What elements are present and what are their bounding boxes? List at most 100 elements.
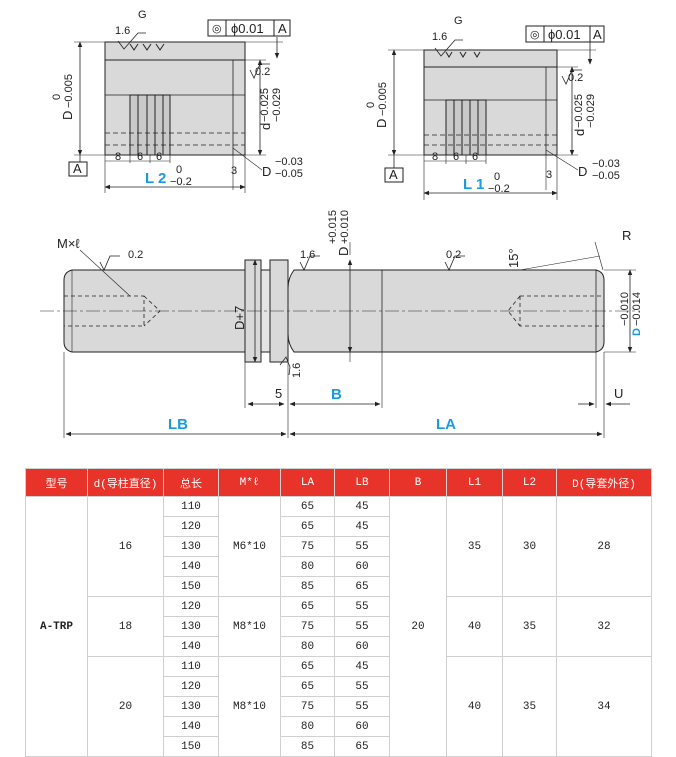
bushing-outer-dia-cell: 34 [556, 656, 652, 757]
inner-tol-up: −0.025 [259, 88, 271, 122]
header-total: 总长 [163, 468, 219, 497]
total-length-cell: 120 [163, 676, 219, 697]
spec-table: 型号 d(导柱直径) 总长 M*ℓ LA LB B L1 L2 D(导套外径) … [25, 468, 652, 757]
outer-tol-low: −0.05 [275, 168, 303, 180]
g-label: G [454, 15, 463, 27]
inner-dia: d [572, 129, 587, 136]
la-cell: 65 [280, 596, 335, 617]
total-length-cell: 110 [163, 496, 219, 517]
total-length-cell: 140 [163, 556, 219, 577]
dim-8: 8 [115, 151, 121, 163]
lb-cell: 55 [334, 676, 390, 697]
total-length-cell: 150 [163, 576, 219, 597]
bore-tol-up: 0 [51, 94, 63, 100]
spec-table-header: 型号 d(导柱直径) 总长 M*ℓ LA LB B L1 L2 D(导套外径) [25, 468, 652, 497]
bore-tol-low: −0.005 [377, 82, 389, 116]
l2-cell: 35 [502, 596, 557, 657]
header-lb: LB [334, 468, 390, 497]
bushing-outer-dia-cell: 32 [556, 596, 652, 657]
roughness-mid: 1.6 [300, 249, 315, 261]
datum-label: A [389, 167, 398, 182]
dim-8: 8 [432, 151, 438, 163]
bushing-right-body [423, 66, 558, 156]
la-cell: 75 [280, 536, 335, 557]
bore-dia: D [60, 111, 75, 120]
outer-tol-low: −0.05 [592, 170, 620, 182]
roughness-label: 1.6 [432, 31, 447, 43]
outer-tol-up: −0.03 [592, 158, 620, 170]
lb-cell: 45 [334, 496, 390, 517]
outer-dia: D [578, 164, 587, 179]
la-cell: 75 [280, 616, 335, 637]
roughness-02: 0.2 [568, 72, 583, 84]
lb-cell: 65 [334, 736, 390, 757]
header-l1: L1 [446, 468, 503, 497]
total-length-cell: 120 [163, 596, 219, 617]
end-tol-up: −0.010 [619, 292, 631, 326]
bushing-left-flange [104, 41, 246, 61]
bore-tol-up: +0.015 [327, 210, 339, 244]
radius-label: R [622, 228, 631, 243]
angle-label: 15° [506, 248, 521, 268]
lb-cell: 60 [334, 716, 390, 737]
dim-6b: 6 [156, 151, 162, 163]
bushing-left-view [68, 19, 291, 193]
bore-tol-low: +0.010 [339, 210, 351, 244]
dim-la: LA [436, 416, 456, 433]
total-length-cell: 130 [163, 616, 219, 637]
dim-u: U [614, 386, 623, 401]
dim-6a: 6 [453, 151, 459, 163]
g-label: G [138, 9, 147, 21]
la-cell: 75 [280, 696, 335, 717]
la-cell: 85 [280, 576, 335, 597]
lb-cell: 55 [334, 616, 390, 637]
datum-letter: A [593, 27, 602, 42]
header-la: LA [280, 468, 335, 497]
header-d: d(导柱直径) [87, 468, 164, 497]
roughness-label: 1.6 [115, 25, 130, 37]
la-cell: 65 [280, 676, 335, 697]
length-l2: L 2 [145, 170, 166, 187]
total-length-cell: 130 [163, 696, 219, 717]
bushing-outer-dia-cell: 28 [556, 496, 652, 597]
dim-6a: 6 [137, 151, 143, 163]
la-cell: 65 [280, 656, 335, 677]
l1-cell: 40 [446, 596, 503, 657]
b-cell: 20 [389, 496, 447, 757]
lb-cell: 60 [334, 636, 390, 657]
outer-tol-up: −0.03 [275, 156, 303, 168]
end-tol-low: −0.014 [631, 292, 643, 326]
la-cell: 80 [280, 636, 335, 657]
header-outer-d: D(导套外径) [556, 468, 652, 497]
total-length-cell: 110 [163, 656, 219, 677]
guide-pin-view [40, 241, 640, 438]
bushing-left-labels: 1.6 G ◎ ϕ0.01 A A D 0 −0.005 0.2 d −0.02… [51, 9, 303, 188]
dim-3: 3 [546, 169, 552, 181]
lb-cell: 55 [334, 596, 390, 617]
guide-pin-dia-cell: 18 [87, 596, 164, 657]
thread-label: M×ℓ [57, 236, 80, 251]
thread-cell: M8*10 [218, 656, 281, 757]
lb-cell: 60 [334, 556, 390, 577]
roughness-02: 0.2 [255, 66, 270, 78]
dim-lb: LB [168, 416, 188, 433]
l1-cell: 35 [446, 496, 503, 597]
roughness-left: 0.2 [128, 249, 143, 261]
bushing-right-view [384, 25, 605, 200]
model-cell: A-TRP [25, 496, 88, 757]
total-length-cell: 140 [163, 716, 219, 737]
outer-dia: D [262, 164, 271, 179]
bushing-left-body [104, 59, 246, 156]
bore-dia: D [336, 247, 351, 256]
inner-dia: d [258, 123, 273, 130]
technical-drawing: 1.6 G ◎ ϕ0.01 A A D 0 −0.005 0.2 d −0.02… [40, 9, 643, 438]
inner-tol-up: −0.025 [573, 94, 585, 128]
la-cell: 80 [280, 716, 335, 737]
